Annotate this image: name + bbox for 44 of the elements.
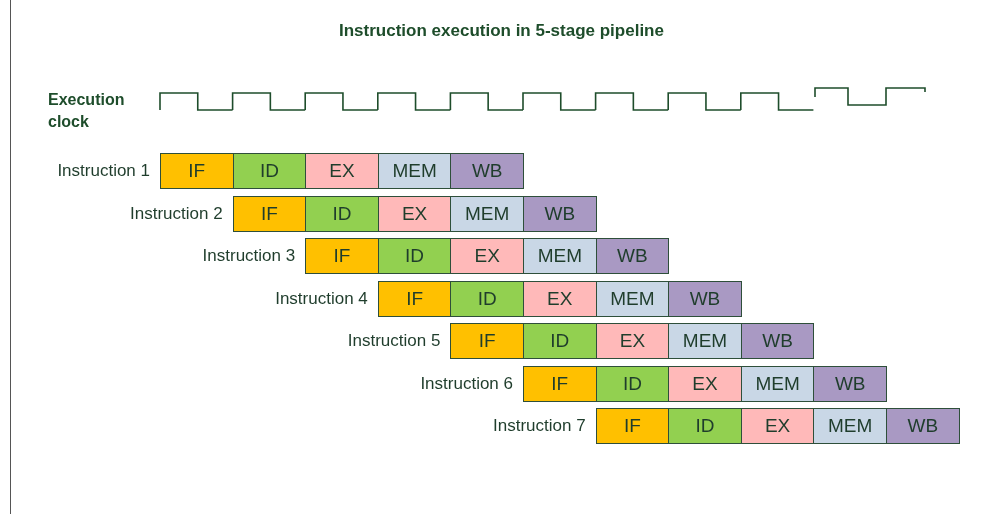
stage-cell: MEM	[523, 238, 597, 274]
stage-cell: ID	[668, 408, 742, 444]
title: Instruction execution in 5-stage pipeline	[338, 21, 665, 41]
stage-cell: EX	[523, 281, 597, 317]
stage-cell: WB	[595, 238, 670, 274]
stage-cell: IF	[523, 366, 597, 402]
instruction-label: Instruction 7	[492, 416, 586, 436]
instruction-label: Instruction 4	[274, 289, 368, 309]
stage-cell: WB	[668, 281, 742, 317]
stage-cell: WB	[740, 323, 815, 359]
stage-cell: MEM	[450, 196, 524, 232]
stage-cell: IF	[450, 323, 524, 359]
stage-cell: EX	[377, 196, 452, 232]
clock-label: Execution clock	[48, 90, 126, 132]
instruction-label: Instruction 1	[56, 161, 150, 181]
stage-cell: MEM	[595, 281, 670, 317]
stage-cell: WB	[886, 408, 960, 444]
stage-cell: ID	[523, 323, 597, 359]
stage-cell: ID	[305, 196, 379, 232]
stage-cell: IF	[305, 238, 379, 274]
stage-cell: MEM	[377, 153, 452, 189]
stage-cell: IF	[232, 196, 307, 232]
instruction-label: Instruction 5	[346, 331, 441, 351]
stage-cell: EX	[450, 238, 524, 274]
stage-cell: IF	[377, 281, 452, 317]
stage-cell: EX	[740, 408, 815, 444]
stage-cell: MEM	[668, 323, 742, 359]
stage-cell: ID	[377, 238, 452, 274]
instruction-label: Instruction 3	[201, 246, 296, 266]
instruction-label: Instruction 2	[129, 204, 223, 224]
stage-cell: MEM	[740, 366, 815, 402]
stage-cell: EX	[668, 366, 742, 402]
stage-cell: IF	[595, 408, 670, 444]
stage-cell: WB	[523, 196, 597, 232]
stage-cell: ID	[595, 366, 670, 402]
stage-cell: ID	[450, 281, 524, 317]
stage-cell: WB	[813, 366, 887, 402]
stage-cell: WB	[450, 153, 524, 189]
stage-cell: ID	[232, 153, 307, 189]
stage-cell: EX	[595, 323, 670, 359]
stage-cell: IF	[160, 153, 234, 189]
stage-cell: EX	[305, 153, 379, 189]
instruction-label: Instruction 6	[419, 374, 513, 394]
stage-cell: MEM	[813, 408, 887, 444]
